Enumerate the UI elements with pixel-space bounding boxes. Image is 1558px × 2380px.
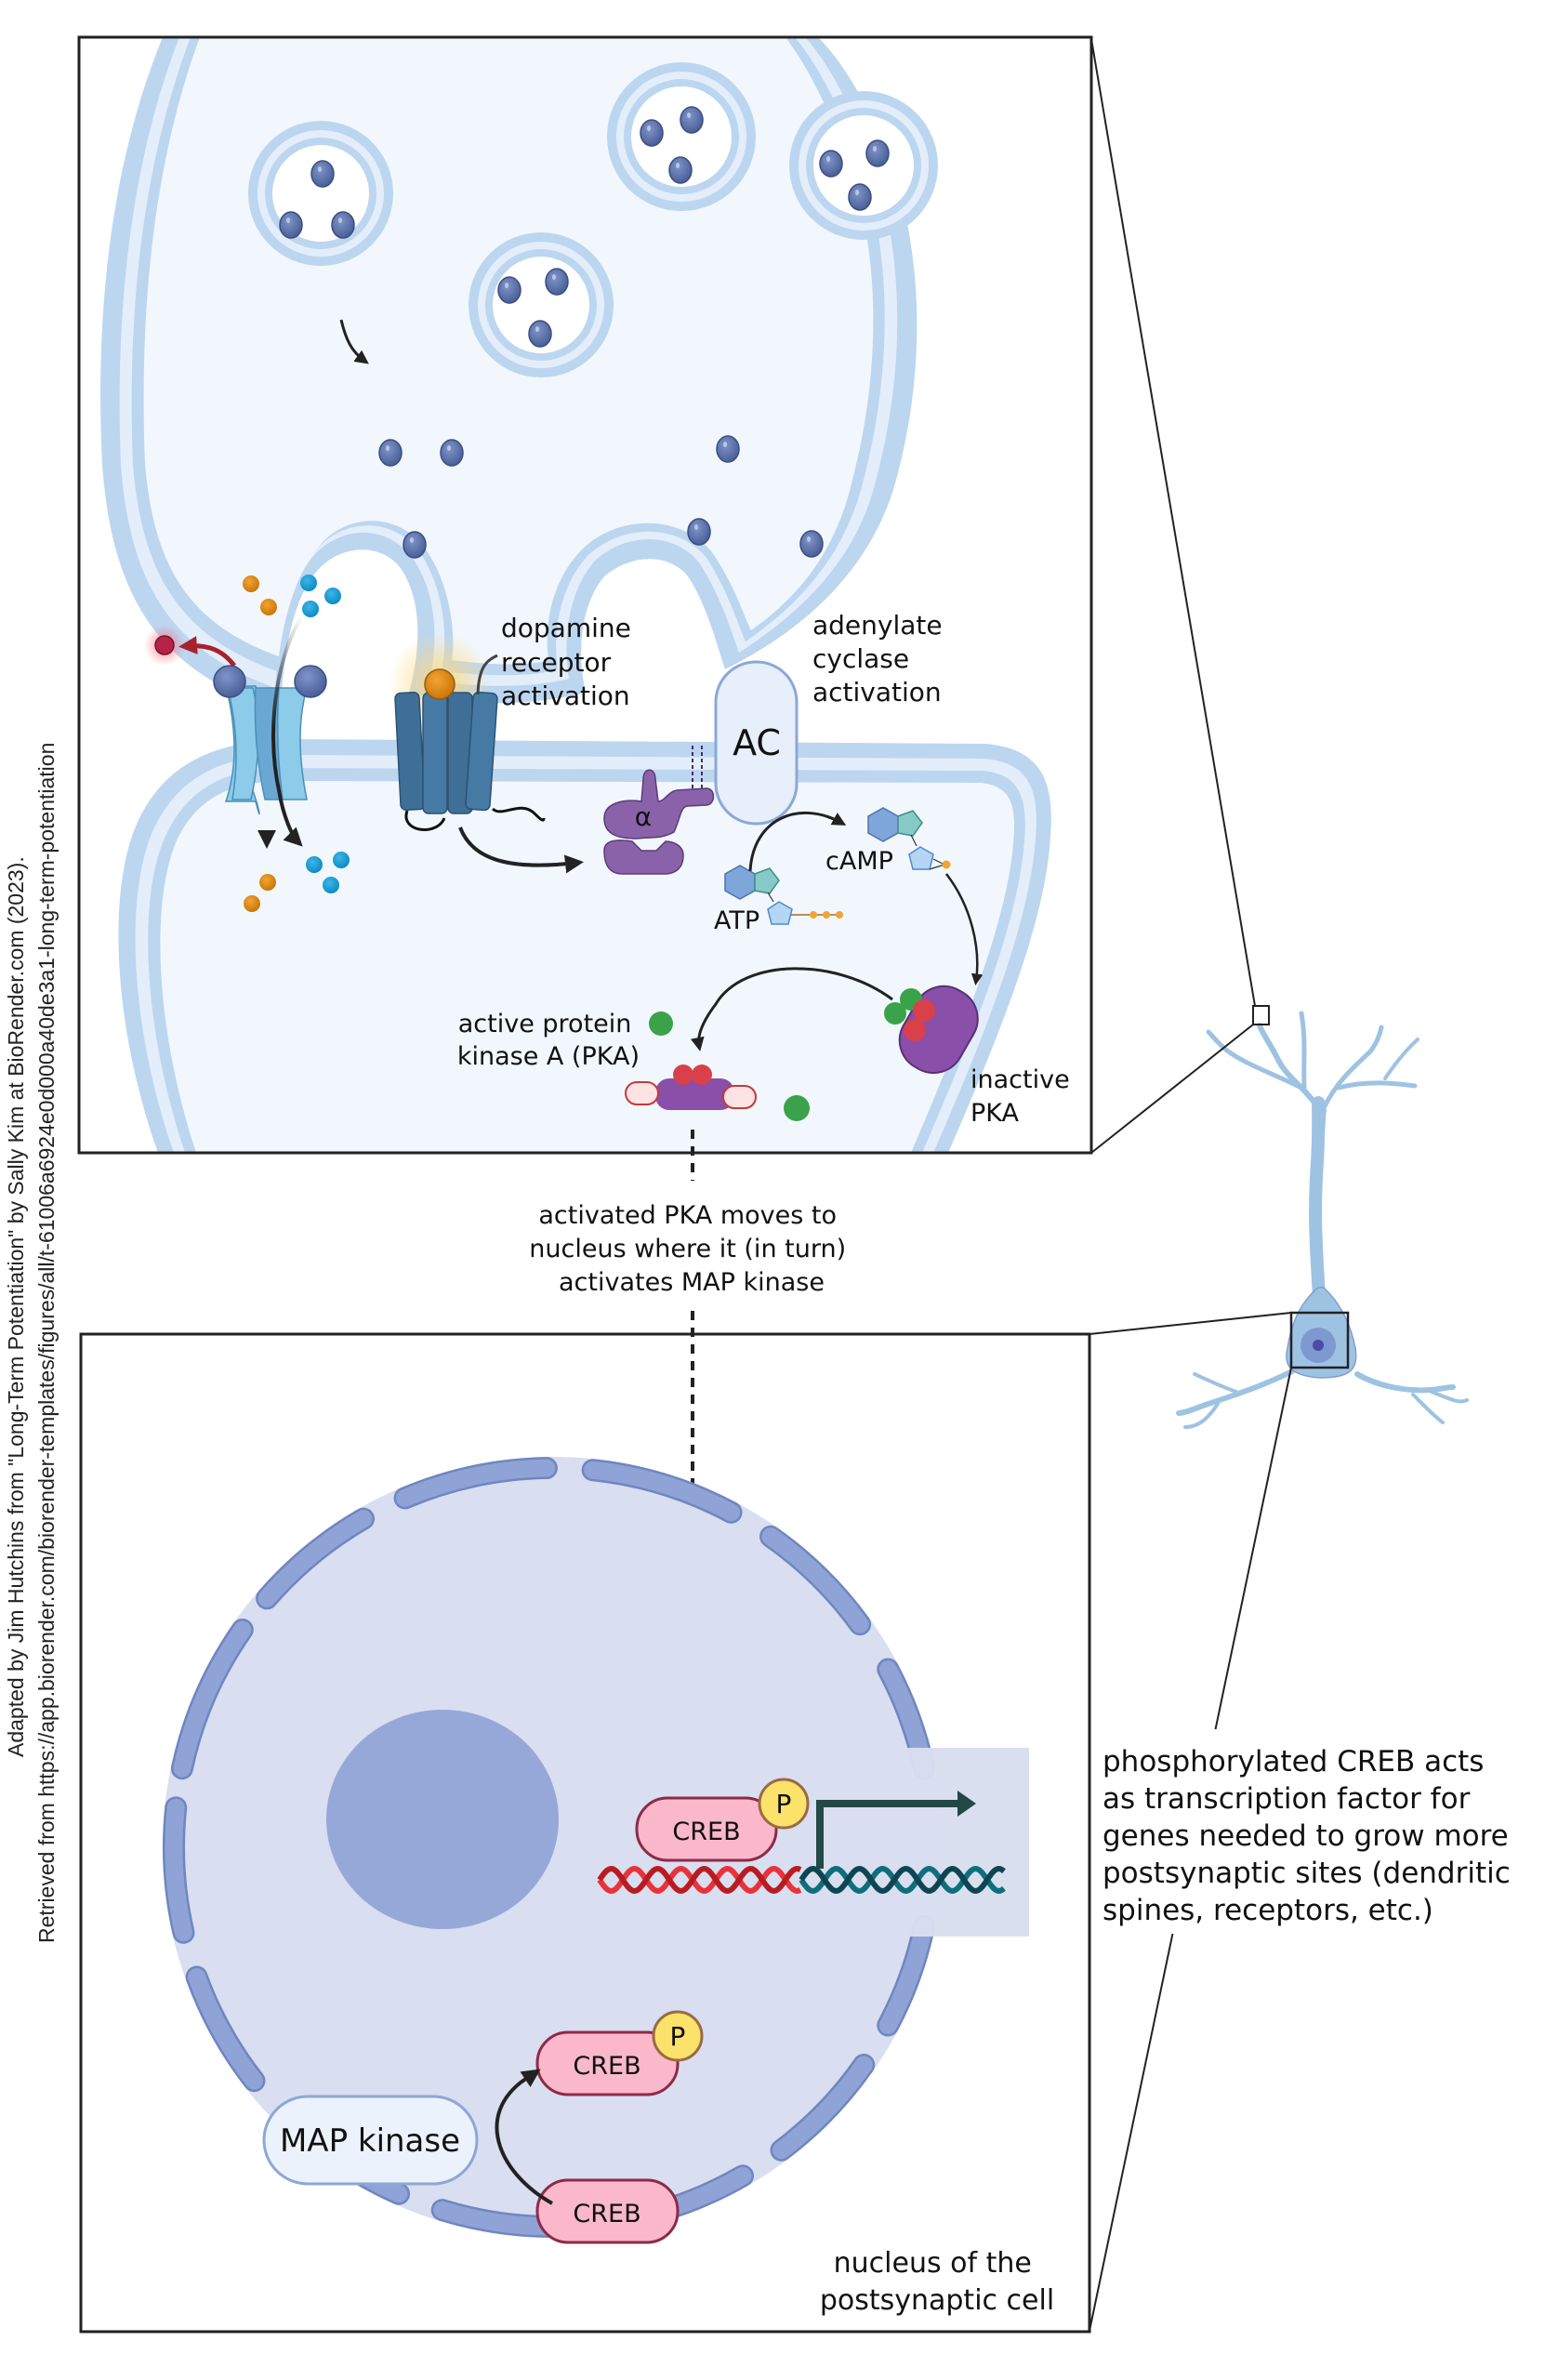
free-camp-site [649, 1012, 673, 1036]
envelope-segment [396, 1459, 556, 1507]
neurotransmitter [378, 439, 403, 467]
g-protein: α [603, 744, 715, 875]
neuron [1176, 1011, 1469, 1429]
active-pka [625, 1012, 810, 1121]
envelope-segment [173, 1620, 252, 1778]
envelope-segment [165, 1798, 192, 1942]
vesicle [248, 121, 393, 266]
nucleus-panel: CREB P MAP kinase CREB P CREB [79, 1332, 1091, 2334]
synapse-zoom-marker [1252, 1005, 1270, 1025]
gene-strand-a [799, 1865, 1006, 1895]
neurotransmitter [440, 439, 464, 467]
synaptic-vesicles [248, 62, 938, 377]
atp-label: ATP [714, 906, 759, 935]
gene-strand-b [799, 1865, 1006, 1895]
inactive-pka-label: inactive PKA [970, 1065, 1077, 1128]
nucleolus [326, 1710, 559, 1929]
zoom-connector-lines [1089, 38, 1292, 2332]
neuron-overview [1176, 1005, 1469, 1429]
promoter-strand-a [597, 1865, 802, 1895]
synapse-panel-frame [77, 35, 1093, 1155]
synapse-panel: α AC ATP [77, 35, 1093, 1155]
neurotransmitter [403, 531, 427, 559]
postsynaptic-spine [118, 739, 1051, 1152]
creb-phospho-label: CREB [573, 2052, 640, 2081]
phosphate-bound-label: P [776, 1789, 792, 1819]
blocking-ion [154, 635, 175, 655]
transcription-inset: CREB P [597, 1748, 1029, 1937]
map-kinase-label: MAP kinase [280, 2122, 460, 2160]
promoter-strand-b [597, 1865, 802, 1895]
phosphate-label: P [670, 2021, 686, 2052]
credit-line-1: Adapted by Jim Hutchins from "Long-Term … [4, 856, 28, 1757]
ion-channel [144, 575, 350, 912]
camp-to-pka-arrow [945, 873, 984, 985]
creb-label: CREB [573, 2200, 640, 2228]
g-alpha-label: α [635, 801, 652, 832]
pka-activation-arrow [690, 967, 893, 1051]
neurotransmitter [331, 211, 355, 239]
active-pka-label: active protein kinase A (PKA) [457, 1010, 640, 1071]
envelope-segment [761, 1527, 869, 1633]
creb-annotation: phosphorylated CREB acts as transcriptio… [1102, 1745, 1520, 1927]
creb-bound-phosphorylated: CREB P [635, 1778, 810, 1862]
neurotransmitter [799, 530, 824, 558]
nuclear-envelope [163, 1457, 936, 2238]
neurotransmitter [680, 106, 704, 134]
nucleus-panel-caption: nucleus of the postsynaptic cell [820, 2247, 1054, 2317]
presynaptic-terminal [100, 38, 918, 708]
creb-phosphorylated: CREB P [535, 2010, 704, 2096]
dna-helix [597, 1865, 1006, 1895]
vesicle [469, 232, 614, 377]
envelope-segment [772, 2056, 873, 2160]
soma-zoom-marker [1289, 1311, 1350, 1369]
vesicle [789, 91, 938, 240]
credit-text: Adapted by Jim Hutchins from "Long-Term … [4, 743, 59, 1943]
neurotransmitter [716, 435, 740, 463]
camp-molecule: cAMP [825, 807, 951, 876]
nucleus-panel-frame [79, 1332, 1091, 2334]
envelope-segment [584, 1461, 741, 1522]
neurotransmitter [848, 183, 872, 211]
neurotransmitter [497, 276, 522, 304]
neurotransmitter [310, 160, 335, 188]
ac-label: AC [733, 722, 781, 763]
vesicle [607, 62, 756, 211]
dopamine-receptor [389, 632, 584, 874]
transcription-start-arrow [816, 1800, 957, 1869]
neurotransmitter [279, 211, 303, 239]
released-neurotransmitters [378, 435, 824, 559]
neurotransmitter [687, 518, 711, 546]
transition-label: activated PKA moves to nucleus where it … [529, 1201, 853, 1297]
receptor-to-gprotein-arrow [458, 826, 584, 874]
creb-bound-label: CREB [672, 1818, 740, 1846]
envelope-segment [257, 1510, 373, 1607]
neurotransmitter [545, 268, 569, 296]
atp-molecule: ATP [714, 865, 843, 935]
adenylate-cyclase: AC [714, 660, 799, 826]
neurotransmitter [668, 156, 693, 184]
vesicle-fusion-arrow [339, 319, 369, 364]
camp-label: cAMP [825, 847, 893, 876]
ion-expel-arrow [178, 636, 236, 668]
credit-line-2: Retrieved from https://app.biorender.com… [34, 743, 59, 1943]
creb-unphosphorylated: CREB [535, 2178, 680, 2244]
inactive-pka [884, 985, 979, 1074]
atp-to-camp-arrow [748, 811, 847, 872]
phosphorylation-arrow [495, 2069, 553, 2205]
adenylate-cyclase-label: adenylate cyclase activation [812, 610, 951, 707]
dopamine-receptor-label: dopamine receptor activation [501, 613, 640, 711]
neurotransmitter [865, 139, 890, 167]
map-kinase: MAP kinase [262, 2095, 479, 2186]
neurotransmitter [640, 119, 664, 147]
envelope-segment [188, 1968, 263, 2090]
neurotransmitter [819, 150, 843, 178]
neurotransmitter [528, 320, 552, 348]
